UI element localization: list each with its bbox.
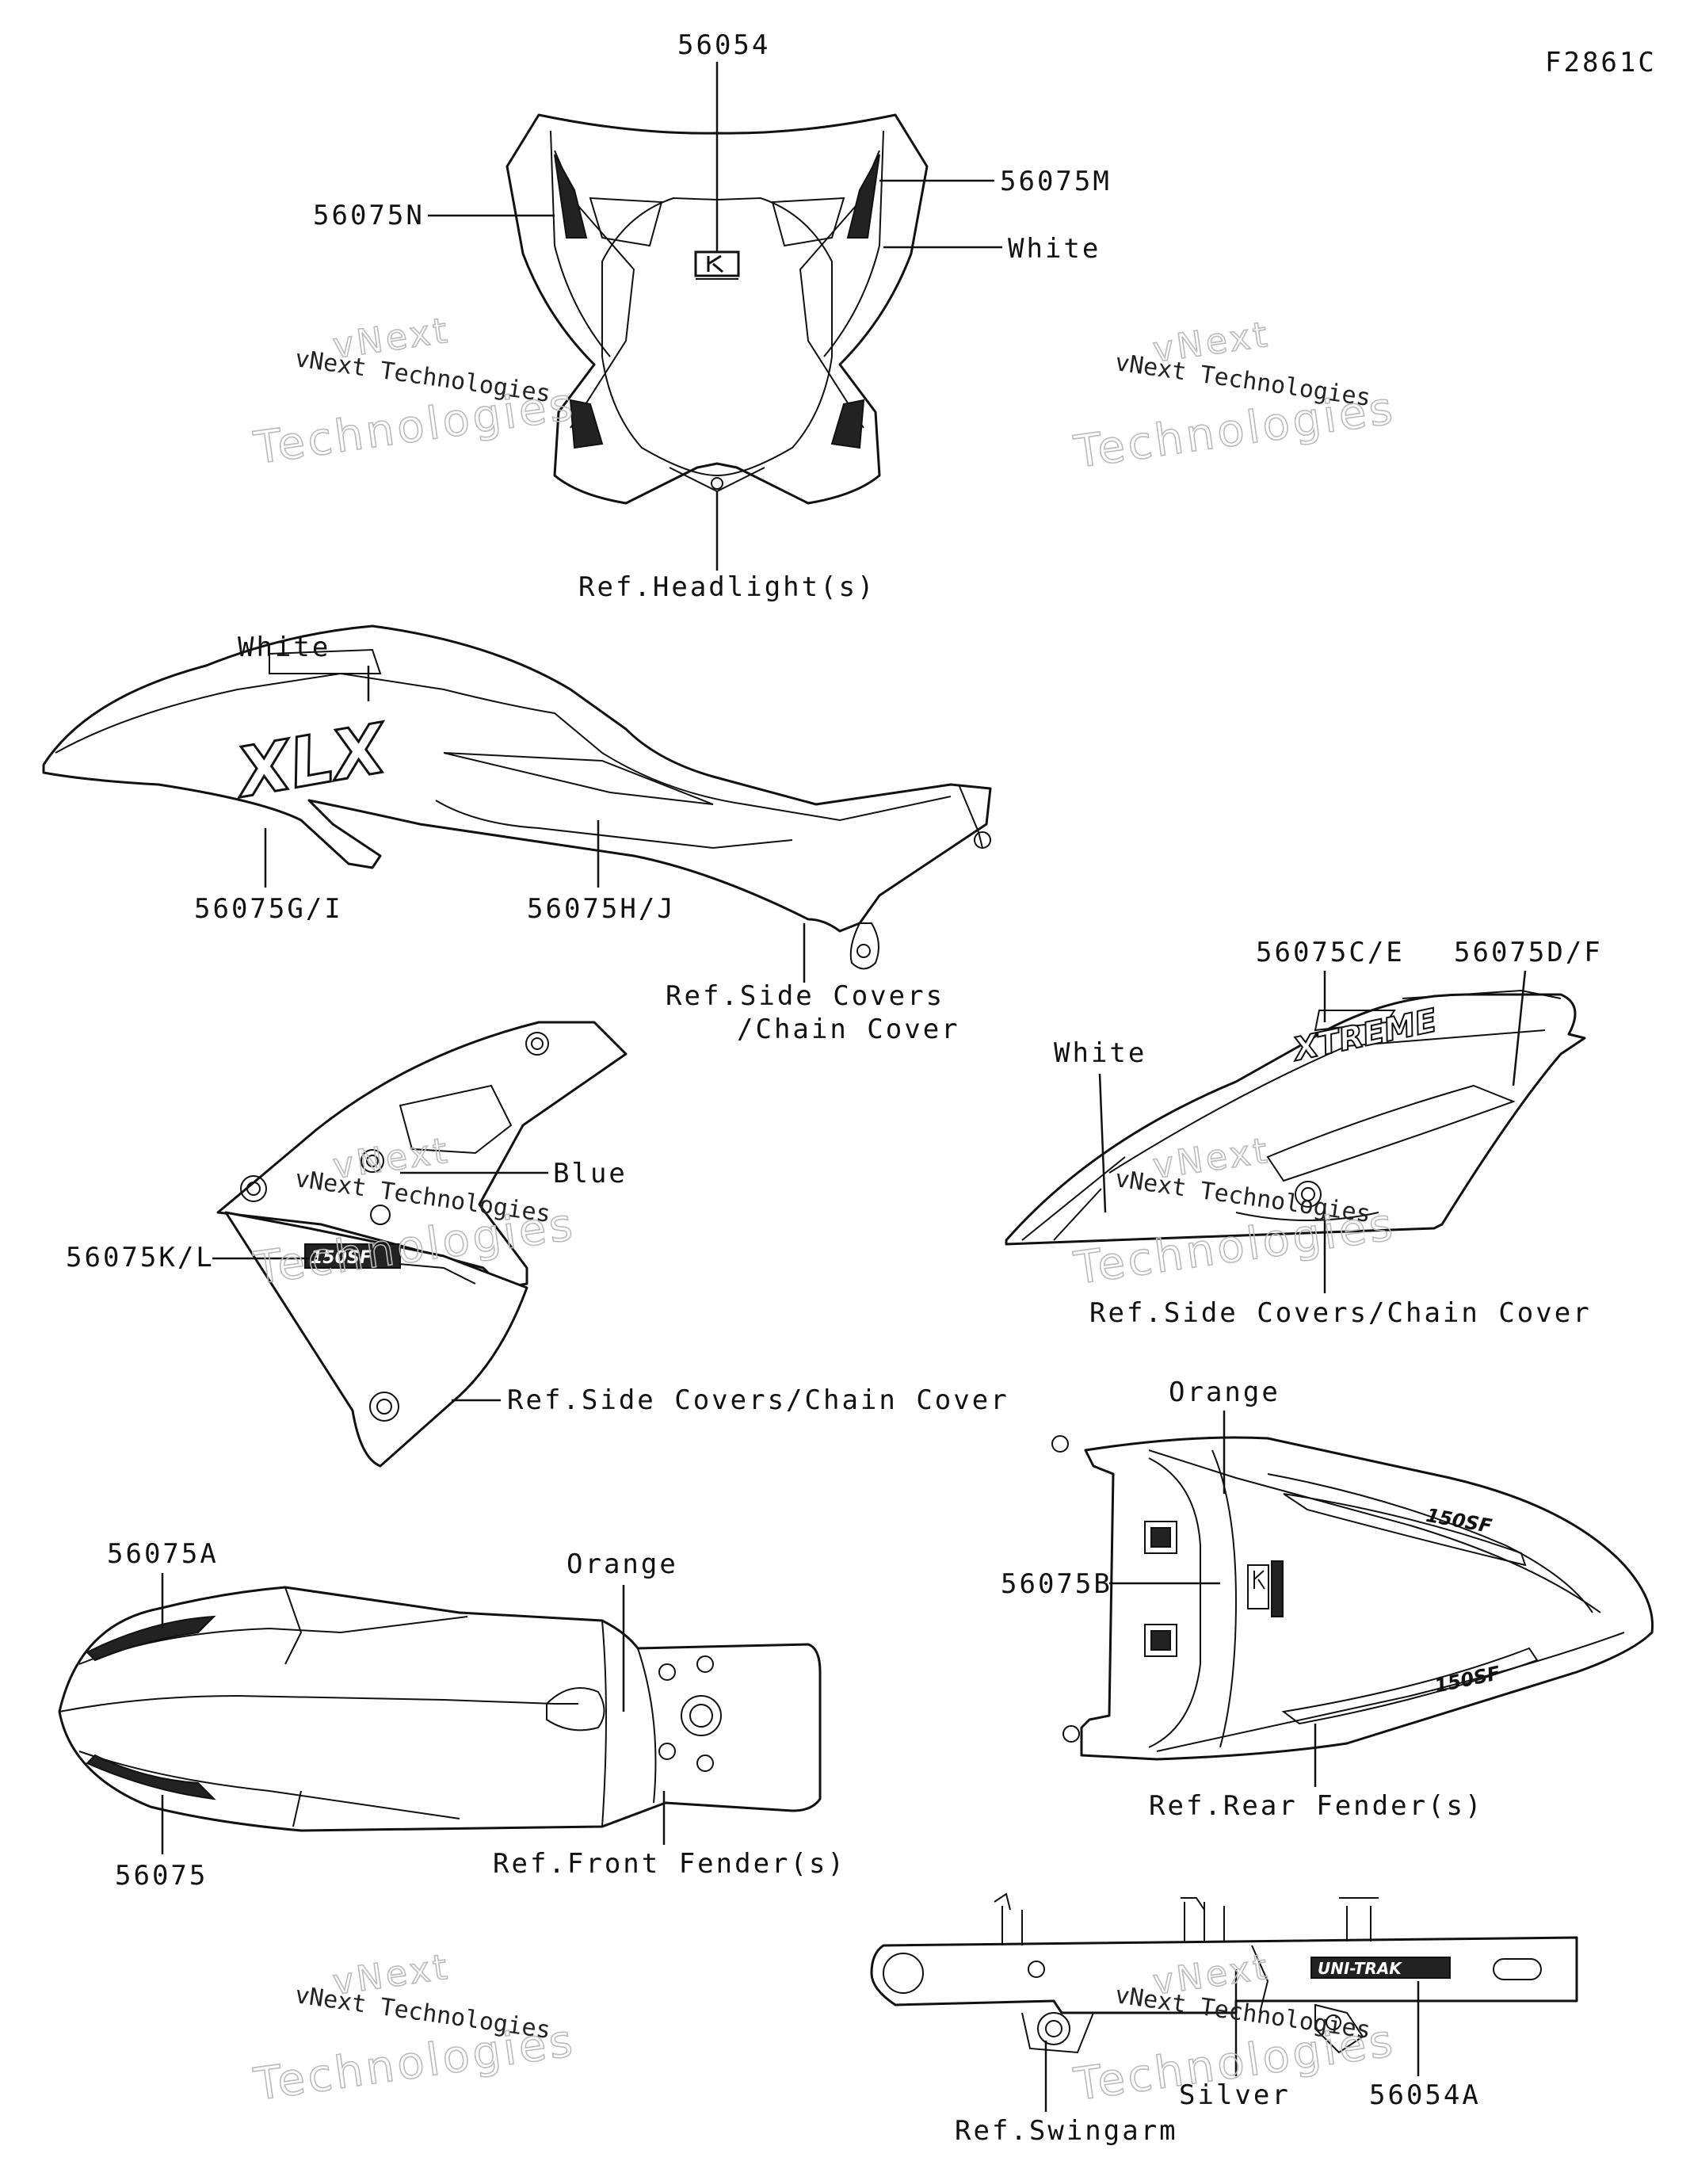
label-56054a: 56054A bbox=[1369, 2079, 1481, 2111]
label-56075df: 56075D/F bbox=[1454, 937, 1603, 968]
label-56054: 56054 bbox=[677, 29, 770, 61]
figure-code: F2861C bbox=[1545, 47, 1657, 78]
label-56075a: 56075A bbox=[107, 1538, 219, 1570]
kawasaki-k-emblem-icon-rear bbox=[1247, 1560, 1284, 1617]
label-56075ce: 56075C/E bbox=[1256, 937, 1405, 968]
shroud-logo-decal: 150SF bbox=[311, 1248, 372, 1268]
svg-text:Technologies: Technologies bbox=[250, 2015, 578, 2111]
shroud-cover: 150SF bbox=[216, 1021, 628, 1468]
label-56075gi: 56075G/I bbox=[194, 893, 343, 925]
label-white-side: White bbox=[238, 632, 330, 663]
label-silver: Silver bbox=[1179, 2079, 1291, 2111]
label-ref-side-covers-1: Ref.Side Covers bbox=[666, 980, 944, 1012]
watermark-5: vNext vNext Technologies Technologies bbox=[250, 1946, 579, 2112]
label-56075m: 56075M bbox=[1000, 166, 1112, 197]
mount-hole-icon bbox=[525, 1032, 549, 1056]
side-cover-long: XLX bbox=[42, 624, 992, 970]
label-ref-shroud: Ref.Side Covers/Chain Cover bbox=[507, 1384, 1009, 1416]
watermark-1: vNext vNext Technologies Technologies bbox=[250, 310, 579, 475]
label-ref-front: Ref.Front Fender(s) bbox=[493, 1848, 846, 1880]
swingarm: UNI-TRAK bbox=[870, 1892, 1578, 2054]
headlight-cowl bbox=[505, 113, 929, 505]
swing-logo-decal: UNI-TRAK bbox=[1318, 1959, 1402, 1978]
label-ref-headlight: Ref.Headlight(s) bbox=[578, 571, 876, 603]
label-56075n: 56075N bbox=[313, 200, 425, 231]
label-56075hj: 56075H/J bbox=[527, 893, 676, 925]
label-56075: 56075 bbox=[115, 1860, 208, 1892]
svg-text:Technologies: Technologies bbox=[1070, 383, 1398, 479]
label-blue: Blue bbox=[553, 1158, 628, 1189]
label-ref-side-covers-2: /Chain Cover bbox=[737, 1014, 960, 1045]
front-fender bbox=[58, 1586, 822, 1832]
label-ref-swingarm: Ref.Swingarm bbox=[955, 2115, 1178, 2147]
label-ref-rear: Ref.Rear Fender(s) bbox=[1149, 1790, 1483, 1822]
label-56075b: 56075B bbox=[1001, 1568, 1112, 1600]
label-orange-rear: Orange bbox=[1169, 1376, 1280, 1408]
label-white-headlight: White bbox=[1008, 233, 1101, 265]
svg-text:Technologies: Technologies bbox=[250, 379, 578, 475]
label-white-rside: White bbox=[1054, 1037, 1146, 1069]
label-ref-rside: Ref.Side Covers/Chain Cover bbox=[1089, 1297, 1592, 1329]
rear-fender: 150SF 150SF bbox=[1051, 1435, 1654, 1761]
kawasaki-k-emblem-icon bbox=[694, 250, 740, 280]
label-56075kl: 56075K/L bbox=[66, 1242, 215, 1273]
watermark-2: vNext vNext Technologies Technologies bbox=[1070, 314, 1399, 479]
label-orange-front: Orange bbox=[567, 1548, 678, 1580]
